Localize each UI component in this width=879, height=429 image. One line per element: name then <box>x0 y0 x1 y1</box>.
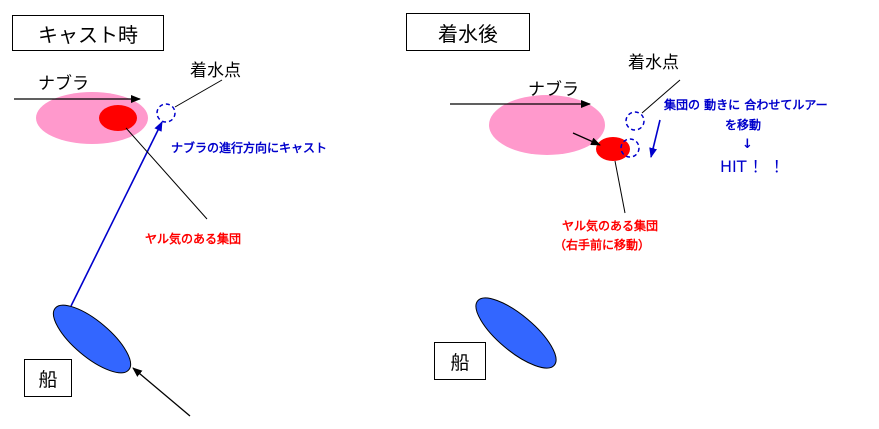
left-boat <box>52 304 132 374</box>
right-landing-point-new <box>620 138 640 158</box>
left-boat-label-box: 船 <box>24 359 72 397</box>
left-group-caption: ヤル気のある集団 <box>145 231 241 246</box>
hit-text: HIT ！ ！ <box>720 157 789 176</box>
left-landing-point <box>156 103 176 123</box>
right-title-box: 着水後 <box>406 13 530 51</box>
right-school-area <box>489 95 605 155</box>
right-title: 着水後 <box>438 21 498 46</box>
right-group-leader <box>614 160 626 214</box>
left-school-area <box>36 92 148 144</box>
right-boat-label-box: 船 <box>434 342 486 380</box>
down-arrow-glyph: ↓ <box>742 137 753 152</box>
right-landing-leader <box>641 79 681 114</box>
right-group-caption-line2: （右手前に移動） <box>554 237 650 252</box>
lure-move-caption-line1: 集団の 動きに 合わせてルアー <box>663 97 828 112</box>
right-active-group <box>596 137 630 161</box>
lure-move-caption-line2: を移動 <box>725 117 761 132</box>
left-title: キャスト時 <box>38 22 138 47</box>
left-active-group <box>99 105 137 131</box>
left-landing-leader <box>174 79 223 108</box>
left-landing-label: 着水点 <box>190 61 241 81</box>
left-group-leader <box>125 127 208 220</box>
boat-direction-arrow <box>132 367 191 417</box>
cast-caption: ナブラの進行方向にキャスト <box>171 140 327 155</box>
cast-line <box>70 121 163 307</box>
right-school-label: ナブラ <box>528 79 579 100</box>
left-boat-label: 船 <box>38 368 58 391</box>
right-landing-point-old <box>625 111 645 131</box>
right-landing-label: 着水点 <box>628 53 679 73</box>
lure-move-arrow <box>649 119 661 158</box>
right-boat-label: 船 <box>450 351 470 374</box>
right-boat <box>475 297 557 369</box>
left-title-box: キャスト時 <box>12 15 164 51</box>
group-movement-arrow <box>572 132 601 146</box>
right-group-caption-line1: ヤル気のある集団 <box>562 218 658 233</box>
left-school-label: ナブラ <box>38 73 89 94</box>
